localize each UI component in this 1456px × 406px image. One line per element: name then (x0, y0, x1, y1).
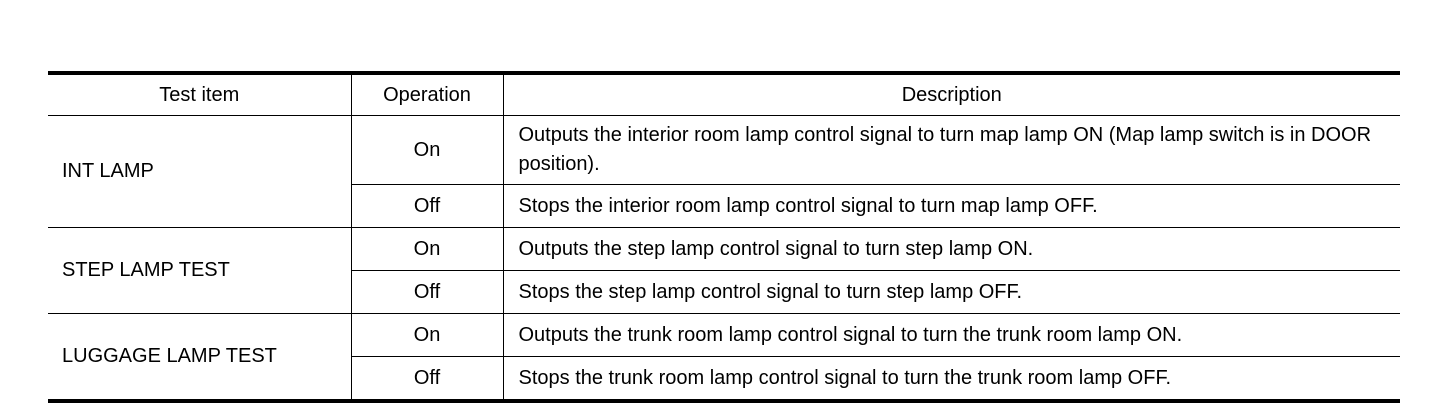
table-row: Off Stops the trunk room lamp control si… (48, 356, 1400, 403)
header-description: Description (502, 71, 1400, 116)
test-item-cell: INT LAMP (48, 115, 351, 228)
test-item-cell: LUGGAGE LAMP TEST (48, 313, 351, 403)
table-row: LUGGAGE LAMP TEST On Outputs the trunk r… (48, 313, 1400, 403)
operation-cell: Off (350, 184, 503, 228)
table-header-row: Test item Operation Description (48, 71, 1400, 116)
operation-cell: Off (350, 356, 503, 403)
header-operation: Operation (350, 71, 503, 116)
description-cell: Stops the trunk room lamp control signal… (502, 356, 1400, 403)
description-cell: Outputs the trunk room lamp control sign… (502, 313, 1400, 357)
table-row: STEP LAMP TEST On Outputs the step lamp … (48, 227, 1400, 314)
operation-cell: On (350, 115, 503, 185)
header-test-item: Test item (48, 71, 351, 116)
table-row: Off Stops the interior room lamp control… (48, 184, 1400, 228)
test-item-cell: STEP LAMP TEST (48, 227, 351, 314)
description-cell: Outputs the step lamp control signal to … (502, 227, 1400, 271)
operation-cell: On (350, 227, 503, 271)
description-cell: Stops the step lamp control signal to tu… (502, 270, 1400, 314)
operation-cell: Off (350, 270, 503, 314)
table-row: INT LAMP On Outputs the interior room la… (48, 115, 1400, 228)
test-item-table: Test item Operation Description INT LAMP… (48, 71, 1400, 403)
operation-cell: On (350, 313, 503, 357)
description-cell: Stops the interior room lamp control sig… (502, 184, 1400, 228)
description-cell: Outputs the interior room lamp control s… (502, 115, 1400, 185)
